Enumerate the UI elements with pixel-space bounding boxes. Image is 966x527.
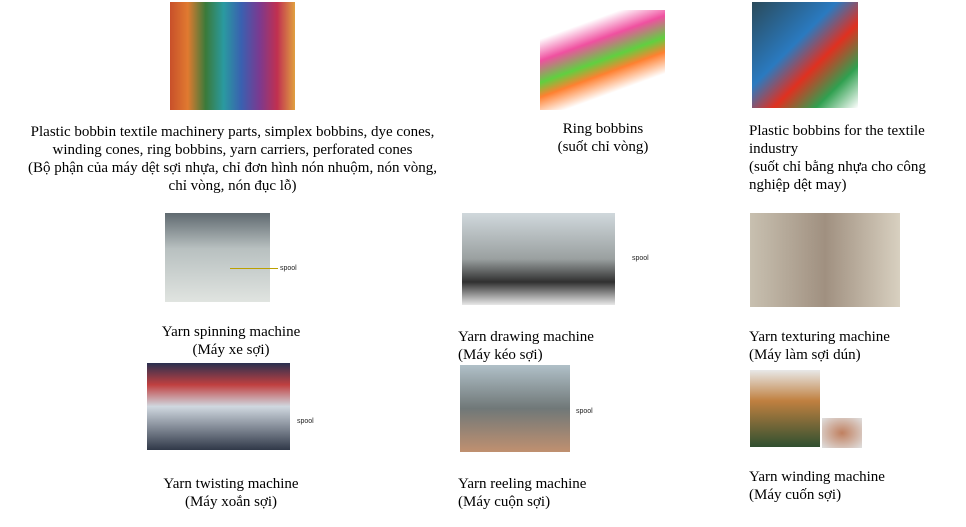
caption-plastic-bobbins: Plastic bobbins for the textile industry…: [749, 122, 926, 194]
caption-drawing: Yarn drawing machine (Máy kéo sợi): [458, 328, 594, 364]
caption-subtitle: (Máy cuộn sợi): [458, 494, 551, 510]
caption-title: Yarn twisting machine: [163, 476, 299, 492]
plastic-bobbins-photo: [752, 2, 858, 108]
caption-winding: Yarn winding machine (Máy cuốn sợi): [749, 468, 885, 504]
caption-title: Yarn texturing machine: [749, 329, 890, 345]
bobbins-photo: [170, 2, 295, 110]
caption-spinning: Yarn spinning machine (Máy xe sợi): [131, 323, 331, 359]
spinning-machine-photo: [165, 213, 270, 302]
ring-bobbins-photo: [540, 10, 665, 110]
caption-title: Yarn drawing machine: [458, 329, 594, 345]
spool-label: spool: [280, 265, 297, 272]
caption-subtitle: (suốt chỉ vòng): [557, 139, 649, 155]
caption-ring-bobbins: Ring bobbins (suốt chỉ vòng): [503, 120, 703, 156]
spool-label: spool: [576, 408, 593, 415]
spool-label: spool: [632, 255, 649, 262]
caption-title: Ring bobbins: [562, 121, 644, 137]
caption-subtitle: nghiệp dệt may): [749, 177, 847, 193]
caption-title: Yarn reeling machine: [458, 476, 587, 492]
caption-twisting: Yarn twisting machine (Máy xoắn sợi): [131, 475, 331, 511]
winding-spool-inset-photo: [822, 418, 862, 448]
twisting-machine-photo: [147, 363, 290, 450]
caption-reeling: Yarn reeling machine (Máy cuộn sợi): [458, 475, 586, 511]
caption-subtitle: (Máy làm sợi dún): [749, 347, 861, 363]
caption-bobbins: Plastic bobbin textile machinery parts, …: [0, 123, 465, 195]
texturing-machine-photo: [750, 213, 900, 307]
spool-pointer: [230, 268, 278, 269]
caption-title: Yarn winding machine: [749, 469, 885, 485]
caption-title: winding cones, ring bobbins, yarn carrie…: [52, 142, 413, 158]
caption-title: industry: [749, 141, 799, 157]
caption-title: Yarn spinning machine: [161, 324, 301, 340]
caption-title: Plastic bobbins for the textile: [749, 123, 925, 139]
drawing-machine-photo: [462, 213, 615, 305]
caption-texturing: Yarn texturing machine (Máy làm sợi dún): [749, 328, 890, 364]
winding-machine-photo: [750, 370, 820, 447]
reeling-machine-photo: [460, 365, 570, 452]
caption-title: Plastic bobbin textile machinery parts, …: [30, 124, 435, 140]
spool-label: spool: [297, 418, 314, 425]
caption-subtitle: (Máy xoắn sợi): [184, 494, 278, 510]
caption-subtitle: (Máy cuốn sợi): [749, 487, 842, 503]
caption-subtitle: (suốt chỉ bằng nhựa cho công: [749, 159, 926, 175]
caption-subtitle: (Bộ phận của máy dệt sợi nhựa, chỉ đơn h…: [28, 160, 437, 176]
caption-subtitle: chỉ vòng, nón đục lỗ): [168, 178, 297, 194]
caption-subtitle: (Máy kéo sợi): [458, 347, 543, 363]
caption-subtitle: (Máy xe sợi): [192, 342, 270, 358]
